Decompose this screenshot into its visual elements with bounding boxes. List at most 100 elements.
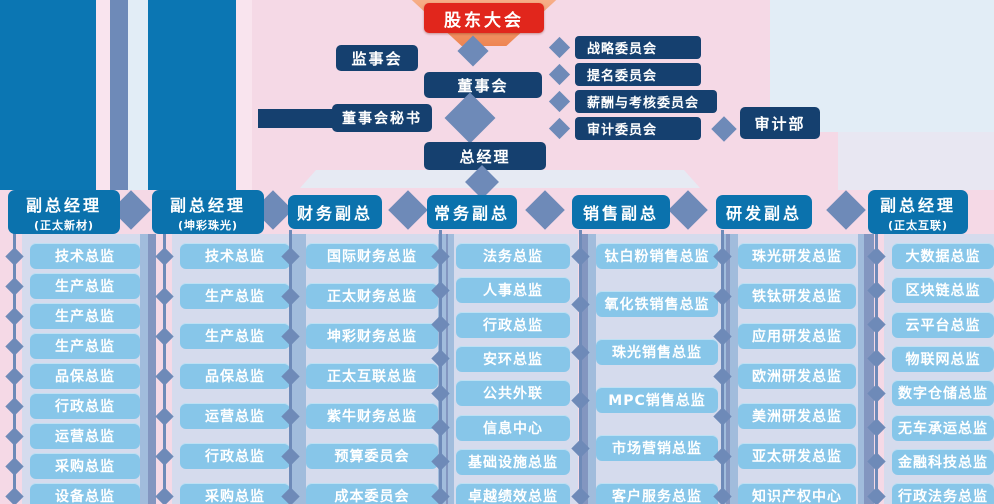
connector-diamond (155, 366, 174, 386)
org-item: 人事总监 (456, 277, 570, 304)
org-item: 行政法务总监 (892, 483, 994, 504)
org-item-label: 珠光研发总监 (752, 249, 842, 265)
connector-diamond (525, 190, 565, 230)
org-item-label: 技术总监 (55, 249, 115, 265)
rail-line (721, 230, 724, 498)
connector-diamond (571, 390, 590, 410)
connector-diamond (444, 92, 496, 144)
org-item: 品保总监 (180, 363, 290, 389)
org-item-label: 美洲研发总监 (752, 409, 842, 425)
connector-diamond (867, 281, 886, 300)
committee-label: 提名委员会 (587, 69, 658, 84)
column-title: 研发副总 (725, 204, 802, 223)
org-item-label: 行政总监 (55, 399, 115, 415)
committee-label: 审计委员会 (587, 123, 658, 138)
org-item-label: MPC销售总监 (608, 393, 706, 409)
org-item: 应用研发总监 (738, 323, 856, 349)
org-item-label: 采购总监 (55, 459, 115, 475)
connector-diamond (548, 117, 571, 140)
org-item: 信息中心 (456, 414, 570, 441)
board-secretary-label: 董事会秘书 (342, 111, 422, 127)
org-item-label: 知识产权中心 (752, 489, 842, 504)
connector-diamond (571, 246, 590, 266)
connector-diamond (5, 246, 24, 266)
connector-diamond (457, 35, 489, 67)
column-header: 副总经理(坤彩珠光) (152, 190, 264, 234)
rail-line (163, 230, 166, 498)
org-item: 市场营销总监 (596, 435, 718, 461)
column-title: 销售副总 (582, 204, 659, 223)
background-shape (96, 0, 110, 190)
org-item-label: 正太财务总监 (327, 289, 417, 305)
org-item-label: 卓越绩效总监 (468, 489, 558, 504)
org-item-label: 运营总监 (205, 409, 265, 425)
org-item-label: 亚太研发总监 (752, 449, 842, 465)
connector-diamond (867, 383, 886, 403)
committee-box: 提名委员会 (575, 63, 701, 86)
org-item: 数字仓储总监 (892, 380, 994, 407)
connector-diamond (668, 190, 708, 230)
org-item-label: 生产总监 (55, 339, 115, 355)
connector-line (258, 109, 342, 128)
org-item-label: 生产总监 (205, 289, 265, 305)
org-item: 云平台总监 (892, 311, 994, 338)
org-item-label: 珠光销售总监 (612, 345, 702, 361)
background-shape (0, 0, 96, 190)
committee-box: 薪酬与考核委员会 (575, 90, 717, 113)
org-item: 物联网总监 (892, 345, 994, 372)
supervisory-board-box: 监事会 (336, 45, 418, 71)
connector-diamond (155, 446, 174, 466)
board-box: 董事会 (424, 72, 542, 98)
supervisory-board-label: 监事会 (351, 49, 403, 68)
org-item: 无车承运总监 (892, 414, 994, 441)
connector-diamond (155, 246, 174, 266)
org-item: 铁钛研发总监 (738, 283, 856, 309)
shareholders-meeting-box: 股东大会 (424, 3, 544, 33)
column-title: 常务副总 (433, 204, 510, 223)
org-item-label: 铁钛研发总监 (752, 289, 842, 305)
org-item-label: 紫牛财务总监 (327, 409, 417, 425)
org-item: 行政总监 (180, 443, 290, 469)
rail-line (579, 230, 582, 498)
background-shape (300, 170, 700, 188)
column-header: 研发副总 (716, 195, 812, 229)
connector-diamond (548, 36, 571, 59)
connector-diamond (5, 306, 24, 326)
connector-diamond (548, 90, 571, 113)
column-subtitle: (正太互联) (887, 218, 949, 232)
background-shape (128, 0, 148, 190)
org-item: 行政总监 (456, 311, 570, 338)
org-item: 生产总监 (30, 303, 140, 329)
org-item-label: 云平台总监 (905, 317, 981, 334)
org-item-label: 生产总监 (55, 309, 115, 325)
connector-diamond (388, 190, 428, 230)
org-item: 采购总监 (30, 453, 140, 479)
org-item: 生产总监 (30, 333, 140, 359)
org-item: 国际财务总监 (306, 243, 438, 269)
connector-diamond (155, 286, 174, 306)
connector-diamond (571, 486, 590, 504)
connector-diamond (826, 190, 866, 230)
org-item-label: 行政法务总监 (898, 489, 988, 504)
org-item-label: 预算委员会 (334, 449, 410, 465)
org-item: 卓越绩效总监 (456, 483, 570, 504)
org-item-label: 欧洲研发总监 (752, 369, 842, 385)
org-item-label: 正太互联总监 (327, 369, 417, 385)
org-item-label: 国际财务总监 (327, 249, 417, 265)
org-item-label: 坤彩财务总监 (327, 329, 417, 345)
column-subtitle: (坤彩珠光) (177, 218, 239, 232)
org-item: 亚太研发总监 (738, 443, 856, 469)
connector-diamond (867, 315, 886, 334)
column-title: 财务副总 (296, 204, 373, 223)
org-item: 法务总监 (456, 243, 570, 269)
connector-diamond (465, 165, 499, 199)
connector-diamond (5, 396, 24, 416)
connector-diamond (867, 246, 886, 266)
connector-diamond (5, 366, 24, 386)
org-item-label: 应用研发总监 (752, 329, 842, 345)
connector-diamond (711, 116, 737, 142)
column-title: 副总经理 (25, 195, 102, 215)
org-item: 品保总监 (30, 363, 140, 389)
connector-diamond (5, 486, 24, 504)
